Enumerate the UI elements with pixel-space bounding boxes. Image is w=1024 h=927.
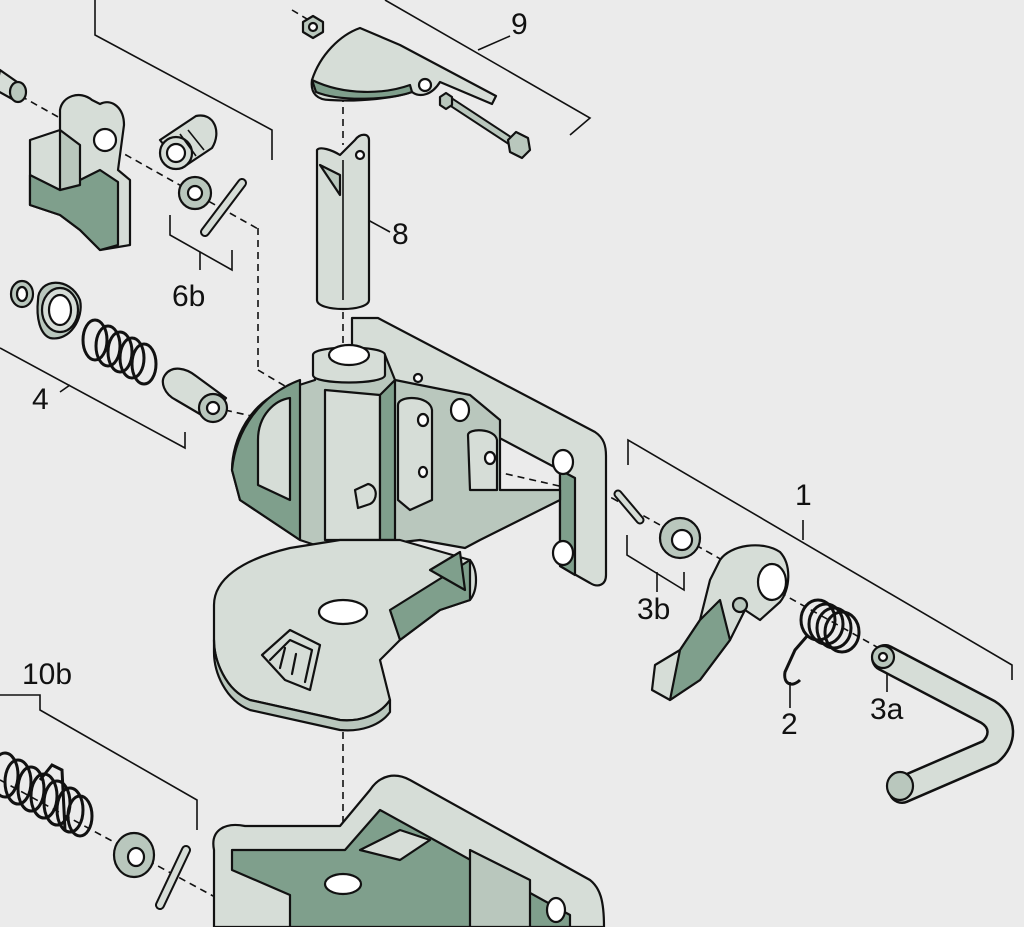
part-9-latch-assembly (301, 14, 532, 160)
part-4-spring-assembly (9, 279, 229, 424)
label-2: 2 (781, 708, 798, 741)
part-8-coupling-pin (315, 133, 371, 310)
label-8: 8 (392, 218, 409, 251)
top-left-parts (0, 68, 247, 252)
label-3b: 3b (637, 593, 671, 626)
part-10b-spring-assembly (0, 751, 191, 910)
label-3a: 3a (870, 693, 904, 726)
part-1-lever-assembly (613, 489, 1015, 804)
label-9: 9 (511, 8, 528, 41)
label-4: 4 (32, 383, 49, 416)
bracket-lines (0, 0, 1013, 830)
label-1: 1 (795, 479, 812, 512)
main-coupling-body (212, 316, 608, 732)
label-10b: 10b (22, 658, 73, 691)
label-6b: 6b (172, 280, 206, 313)
bottom-mounting-frame (212, 774, 606, 927)
